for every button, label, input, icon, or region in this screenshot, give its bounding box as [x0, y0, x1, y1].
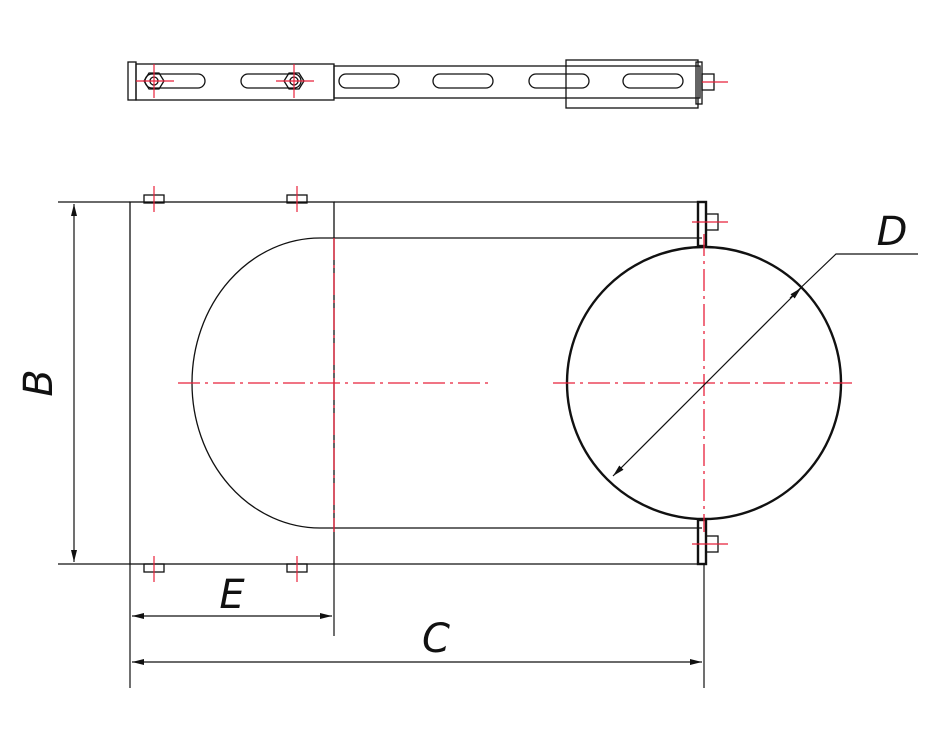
- top-view-clamp-bolt: [701, 73, 728, 91]
- plate-bolt-bottom-left: [143, 556, 165, 582]
- dimension-d-label: D: [877, 209, 908, 255]
- plate-bolt-top-left: [143, 186, 165, 212]
- top-view-slot-4: [432, 73, 494, 89]
- dimension-b: B: [16, 201, 130, 565]
- top-view-bracket-plate: [135, 63, 335, 101]
- lower-strap: [334, 527, 702, 565]
- dimension-e-label: E: [219, 572, 245, 618]
- plate-bolt-top-right: [286, 186, 308, 212]
- dimension-e: E: [132, 564, 335, 636]
- top-view-strap: [333, 65, 701, 99]
- dimension-b-label: B: [16, 369, 62, 396]
- top-view-nut-2: [276, 64, 314, 98]
- clamp-bolt-bottom: [692, 518, 728, 566]
- main-view: [129, 186, 852, 582]
- dimension-c-label: C: [422, 616, 450, 662]
- top-view: [127, 59, 728, 109]
- top-view-clamp-sleeve: [565, 59, 699, 109]
- top-view-slot-5: [528, 73, 590, 89]
- plate-bolt-bottom-right: [286, 556, 308, 582]
- clamp-bolt-top: [692, 200, 728, 248]
- top-view-nut-1: [136, 64, 174, 98]
- dimension-c: C: [129, 564, 705, 688]
- top-view-slot-3: [338, 73, 400, 89]
- upper-strap: [334, 201, 702, 239]
- top-view-end-plate: [127, 61, 137, 101]
- top-view-slot-6: [622, 73, 684, 89]
- dimension-d: D: [612, 209, 918, 477]
